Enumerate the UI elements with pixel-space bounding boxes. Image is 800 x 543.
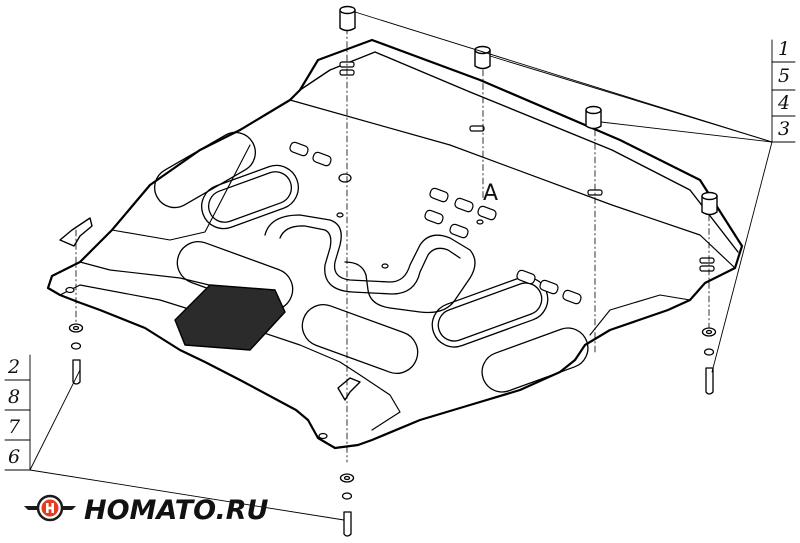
- brand-logo: HOMATO.RU: [22, 493, 268, 527]
- skid-plate: [46, 38, 744, 450]
- callout-3: 3: [778, 118, 791, 140]
- brand-name: HOMATO.RU: [84, 494, 269, 526]
- nut-insert: [339, 5, 718, 216]
- leader-lines: [29, 11, 773, 521]
- callout-ladder-left: [4, 354, 31, 471]
- callout-7: 7: [8, 416, 21, 438]
- callout-6: 6: [8, 446, 21, 468]
- callout-8: 8: [8, 386, 21, 408]
- callout-2: 2: [8, 356, 21, 378]
- callout-ladder-right: [771, 39, 796, 143]
- callout-4: 4: [778, 92, 791, 114]
- bolt: [72, 359, 714, 537]
- callout-5: 5: [778, 65, 791, 87]
- assembly-axis-lines: [75, 27, 710, 463]
- washer: [68, 323, 717, 500]
- part-label: A: [483, 181, 499, 206]
- callout-1: 1: [778, 38, 791, 60]
- homato-logo-icon: [22, 493, 78, 527]
